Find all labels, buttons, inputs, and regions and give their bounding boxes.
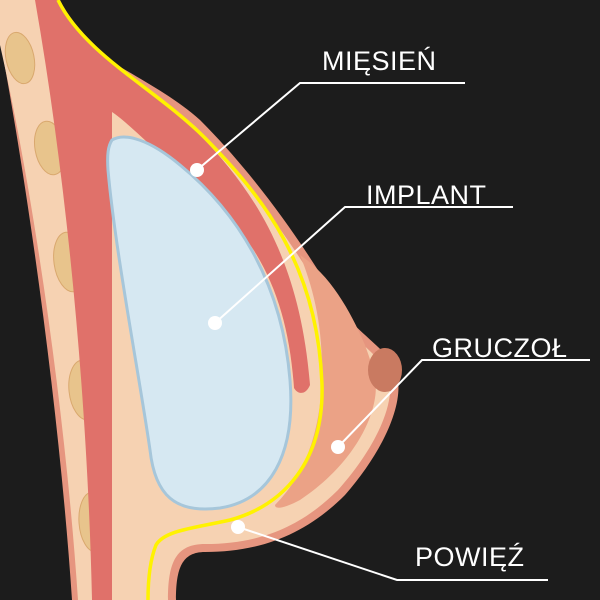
nipple	[368, 348, 402, 392]
fascia-marker-dot	[231, 520, 245, 534]
fascia-line	[56, 0, 324, 600]
label-implant: IMPLANT	[366, 180, 487, 210]
implant-marker-dot	[208, 316, 222, 330]
label-muscle: MIĘSIEŃ	[322, 46, 437, 76]
implant-leader-line	[214, 206, 513, 324]
label-fascia: POWIĘŹ	[415, 542, 525, 572]
muscle-leader-line	[196, 82, 465, 171]
implant	[106, 135, 293, 511]
gland-leader-line	[337, 359, 590, 448]
leader-dots	[190, 163, 345, 534]
gland-marker-dot	[331, 440, 345, 454]
leader-lines	[196, 82, 590, 581]
rib	[4, 31, 36, 85]
muscle	[35, 0, 310, 600]
muscle-marker-dot	[190, 163, 204, 177]
label-gland: GRUCZOŁ	[432, 333, 568, 363]
fascia-leader-line	[237, 526, 548, 581]
gland	[275, 255, 376, 508]
